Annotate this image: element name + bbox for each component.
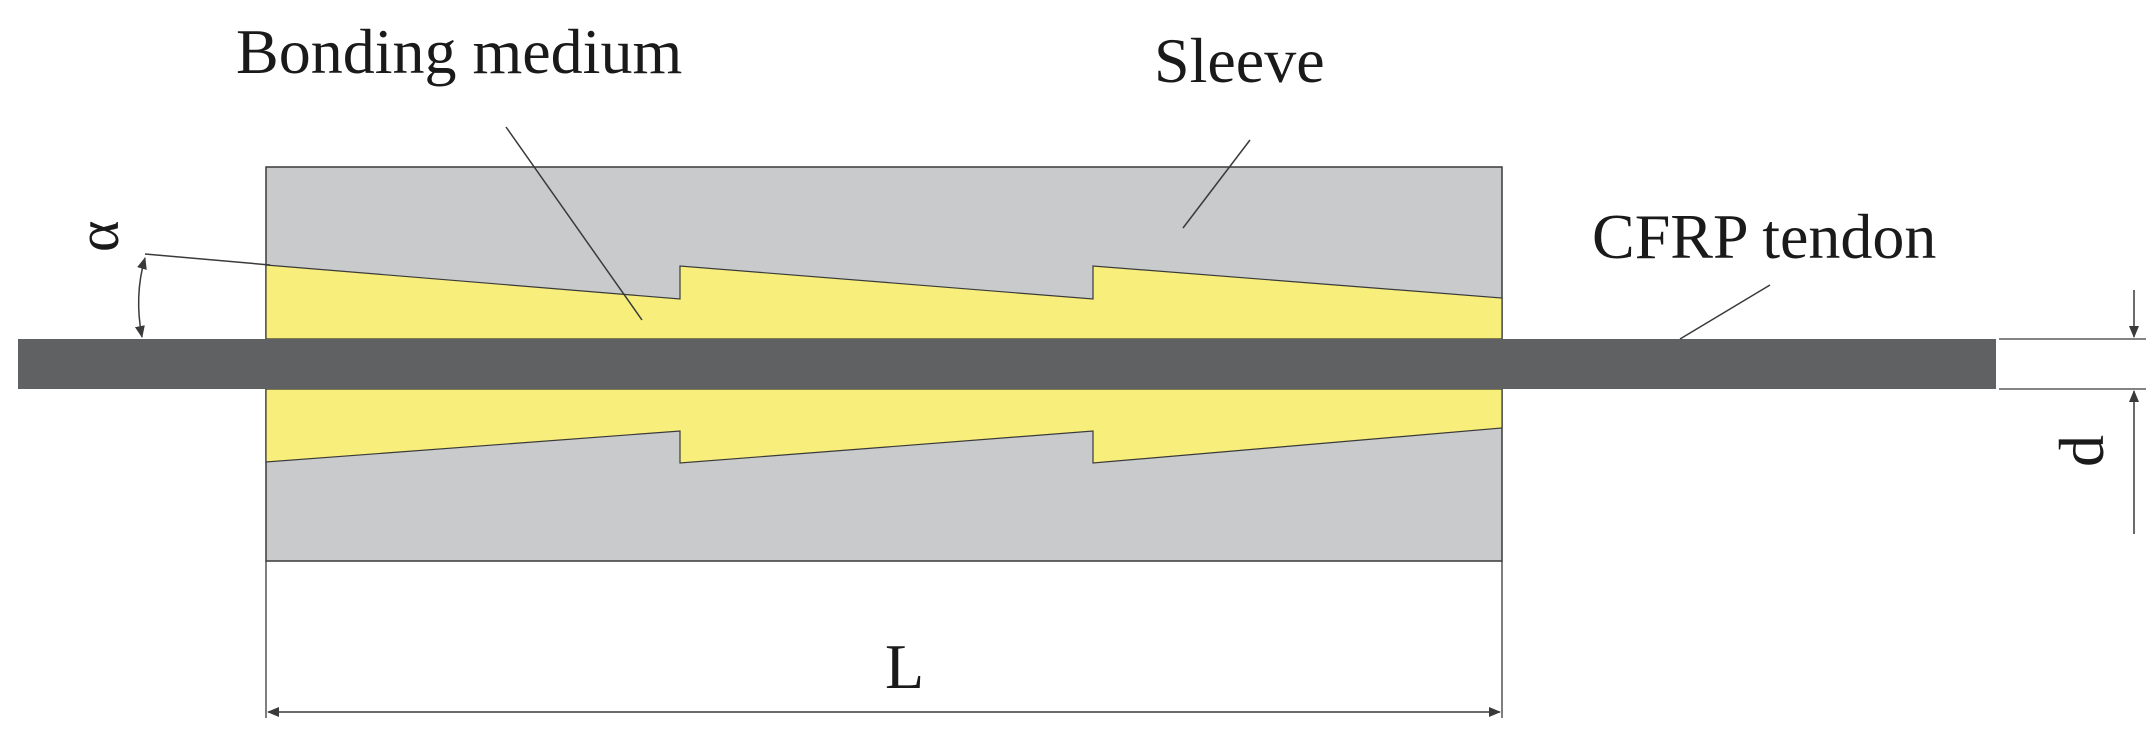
cfrp-tendon <box>18 339 1996 389</box>
alpha-reference-line <box>144 253 271 266</box>
sleeve-leader <box>1182 139 1251 229</box>
sleeve-label: Sleeve <box>1154 25 1325 96</box>
tendon-leader <box>1679 284 1771 340</box>
bonding-medium-lower <box>265 388 1503 464</box>
bonding-medium-label: Bonding medium <box>236 16 682 87</box>
alpha-label: α <box>65 221 131 252</box>
alpha-arc <box>134 257 147 338</box>
length-label: L <box>885 631 924 702</box>
bonding-medium-leader <box>505 126 643 321</box>
cfrp-tendon-label: CFRP tendon <box>1592 201 1936 272</box>
diameter-label: d <box>2046 435 2117 467</box>
